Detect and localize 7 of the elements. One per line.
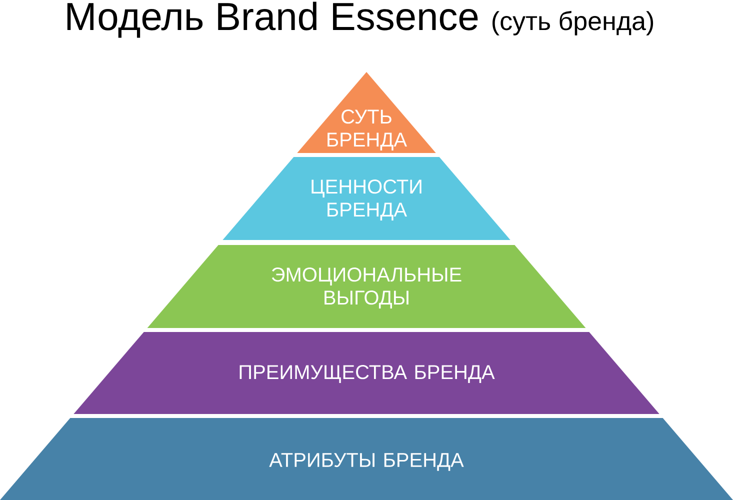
pyramid-tier: ЭМОЦИОНАЛЬНЫЕ ВЫГОДЫ (147, 244, 586, 328)
pyramid-tier: АТРИБУТЫ БРЕНДА (0, 418, 733, 500)
title: Модель Brand Essence (67, 2, 478, 38)
pyramid-tier: СУТЬ БРЕНДА (297, 72, 436, 153)
subtitle: (суть бренда) (492, 10, 654, 36)
pyramid-tier: ЦЕННОСТИ БРЕНДА (222, 156, 510, 240)
pyramid-tier: ПРЕИМУЩЕСТВА БРЕНДА (74, 332, 660, 414)
